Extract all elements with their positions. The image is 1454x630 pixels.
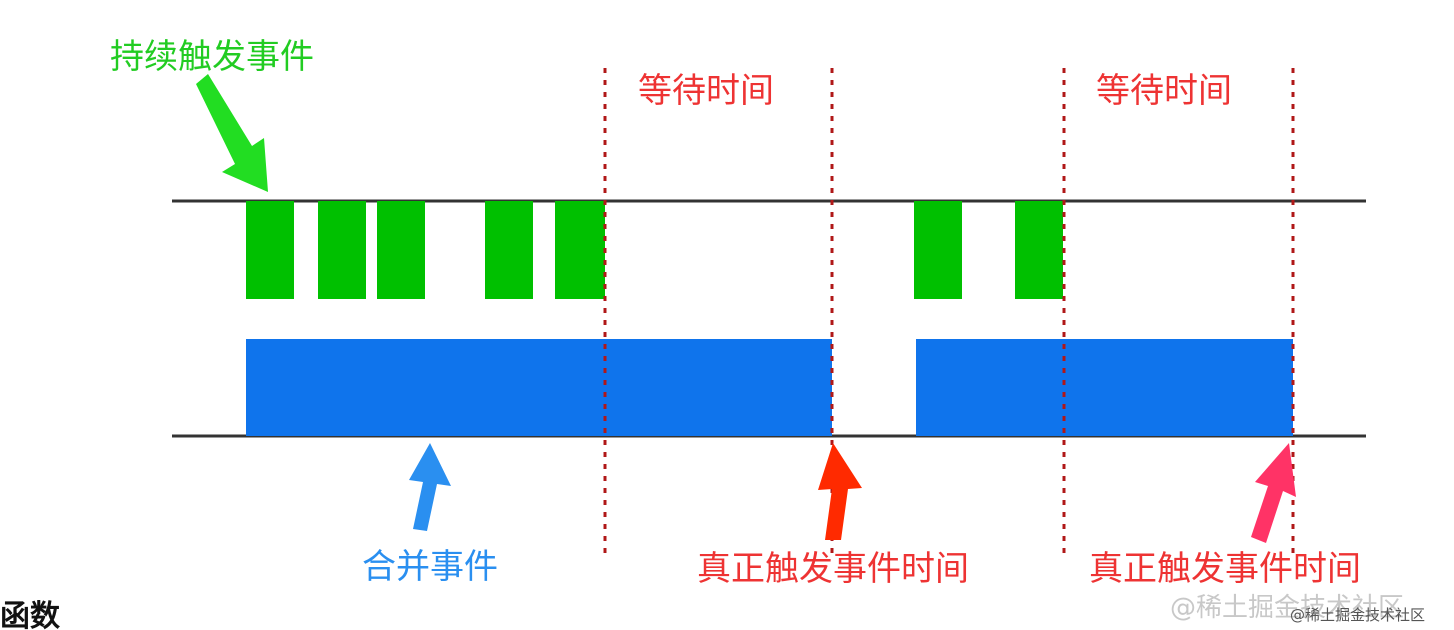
overlay-watermark: @稀土掘金技术社区 bbox=[1290, 606, 1425, 624]
event-block bbox=[318, 201, 366, 299]
continuous-events-label: 持续触发事件 bbox=[110, 37, 314, 77]
event-block bbox=[246, 201, 294, 299]
merged-blocks bbox=[246, 339, 1293, 436]
pink-arrow-icon bbox=[1251, 443, 1296, 543]
wait-markers bbox=[603, 68, 1295, 556]
event-block bbox=[914, 201, 962, 299]
event-block bbox=[1015, 201, 1063, 299]
red-arrow-icon bbox=[818, 443, 862, 540]
blue-arrow-icon bbox=[409, 443, 451, 531]
event-block bbox=[485, 201, 533, 299]
event-blocks bbox=[246, 201, 1063, 299]
event-block bbox=[377, 201, 425, 299]
actual-trigger-label: 真正触发事件时间 bbox=[697, 549, 969, 589]
cut-heading-text: 函数 bbox=[0, 599, 61, 630]
wait-time-label: 等待时间 bbox=[638, 71, 774, 111]
actual-trigger-label: 真正触发事件时间 bbox=[1089, 549, 1361, 589]
merged-block bbox=[246, 339, 832, 436]
merged-event-label: 合并事件 bbox=[362, 547, 498, 587]
wait-time-label: 等待时间 bbox=[1096, 71, 1232, 111]
green-arrow-icon bbox=[196, 74, 268, 192]
event-block bbox=[555, 201, 605, 299]
faded-watermark: @稀土掘金技术社区 bbox=[1170, 593, 1404, 623]
merged-block bbox=[916, 339, 1293, 436]
